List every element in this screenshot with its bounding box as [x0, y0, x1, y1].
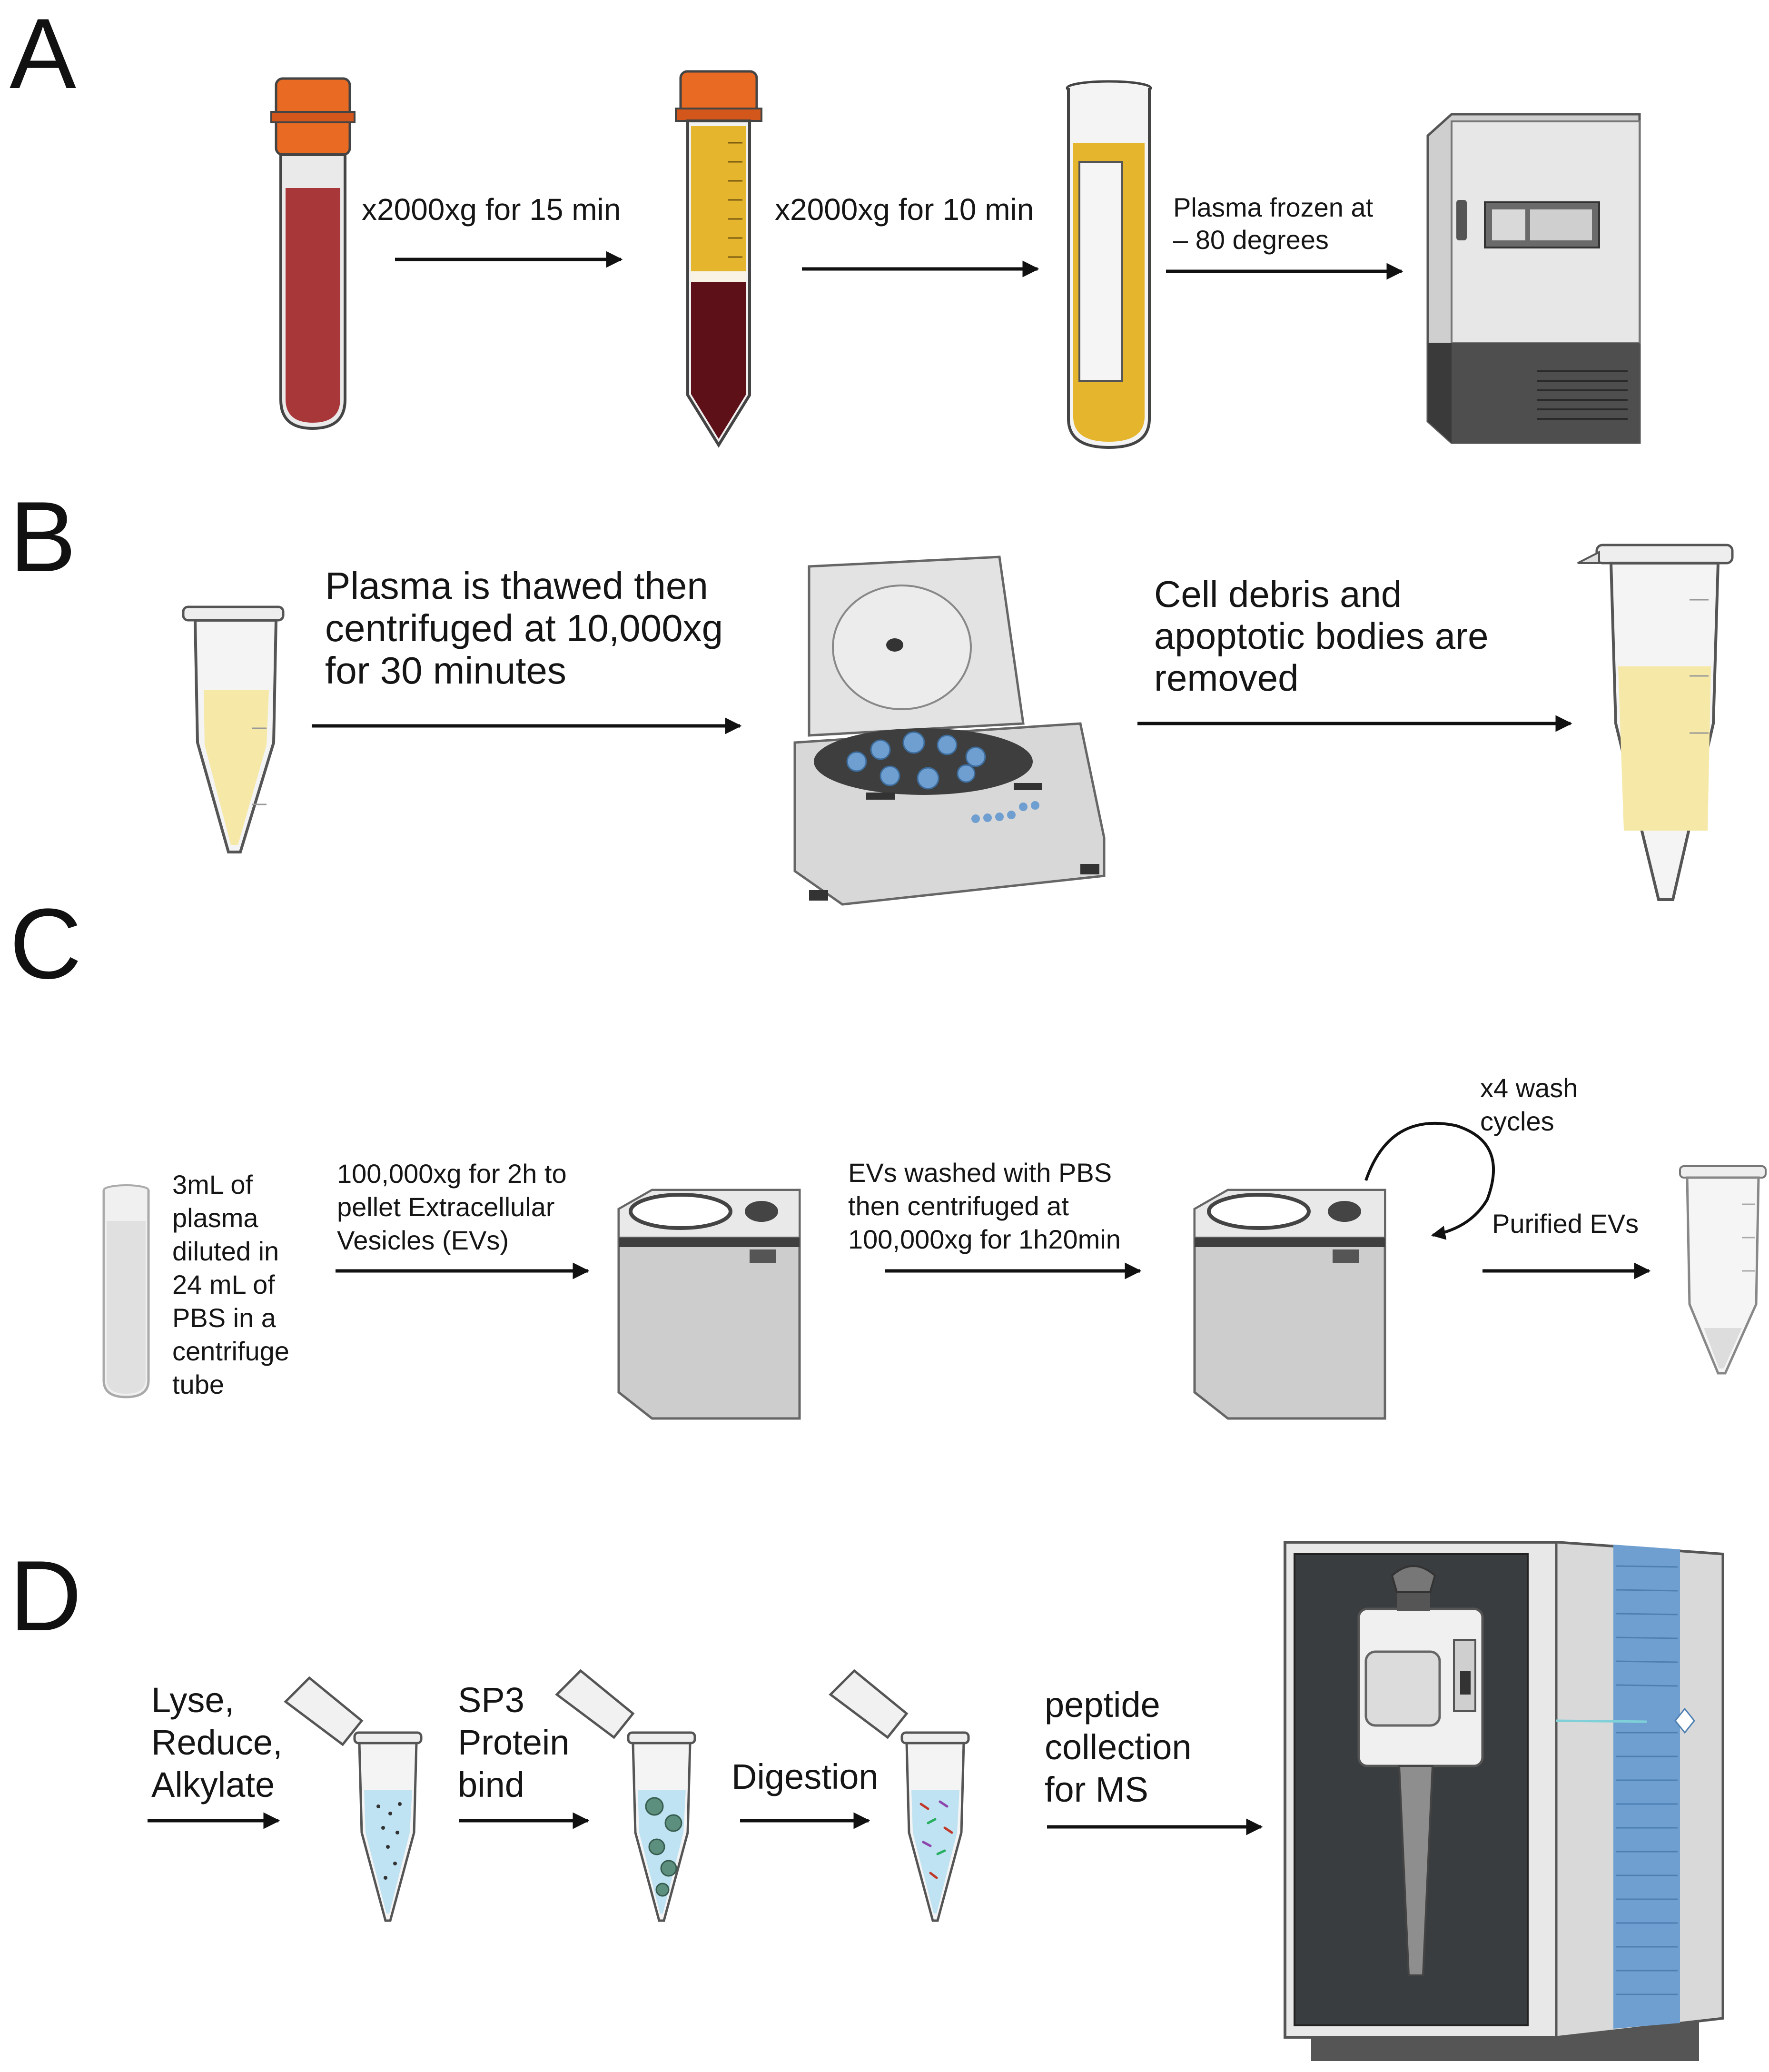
label-c-start-line3: diluted in — [172, 1236, 279, 1266]
label-c-cycle-line1: x4 wash — [1480, 1073, 1578, 1103]
blood-tube-icon — [270, 77, 356, 430]
label-c-step2-line1: EVs washed with PBS — [848, 1158, 1112, 1188]
conical-tube-icon — [675, 70, 762, 448]
label-d-step1-line2: Reduce, — [151, 1723, 283, 1762]
label-b-step2-line3: removed — [1154, 657, 1298, 699]
label-c-start-line4: 24 mL of — [172, 1269, 275, 1299]
purified-ev-tube-icon — [1679, 1165, 1767, 1375]
panel-d: D Lyse, Reduce, Alkylate SP3 Protein bin… — [10, 1540, 1724, 2061]
panel-c: C 3mL of plasma diluted in 24 mL of PBS … — [10, 888, 1767, 1420]
centrifuge-icon — [793, 555, 1106, 906]
bead-tube-icon — [555, 1669, 696, 1922]
label-c-start-line7: tube — [172, 1369, 224, 1399]
label-c-start-line5: PBS in a — [172, 1303, 277, 1333]
label-c-step1-line3: Vesicles (EVs) — [337, 1225, 509, 1255]
label-c-cycle-line2: cycles — [1480, 1106, 1554, 1136]
label-d-step2-line3: bind — [458, 1765, 524, 1804]
mass-spectrometer-icon — [1284, 1541, 1724, 2061]
label-a-step3-line1: Plasma frozen at — [1173, 192, 1374, 222]
panel-letter-b: B — [10, 481, 76, 593]
label-c-step1-line1: 100,000xg for 2h to — [337, 1159, 567, 1189]
label-b-step1-line3: for 30 minutes — [325, 649, 566, 692]
ultracentrifuge-icon — [617, 1189, 801, 1420]
label-c-end: Purified EVs — [1492, 1209, 1639, 1239]
wash-cycle-arrow — [1364, 1121, 1495, 1240]
label-d-step4-line1: peptide — [1045, 1685, 1160, 1725]
label-b-step1-line1: Plasma is thawed then — [325, 565, 708, 607]
label-b-step1-line2: centrifuged at 10,000xg — [325, 607, 723, 649]
panel-b: B Plasma is thawed then centrifuged at 1… — [10, 481, 1734, 906]
plasma-tube-icon — [1066, 80, 1152, 449]
label-c-step2-line3: 100,000xg for 1h20min — [848, 1224, 1121, 1254]
label-d-step4-line2: collection — [1045, 1727, 1192, 1767]
label-a-step3-line2: – 80 degrees — [1173, 225, 1329, 255]
panel-letter-a: A — [10, 0, 76, 109]
label-c-step1-line2: pellet Extracellular — [337, 1192, 555, 1222]
freezer-icon — [1426, 113, 1641, 444]
grey-tube-icon — [102, 1184, 150, 1398]
panel-letter-d: D — [10, 1540, 82, 1652]
label-b-step2-line2: apoptotic bodies are — [1154, 615, 1489, 657]
label-d-step1-line1: Lyse, — [151, 1680, 234, 1720]
label-c-start-line6: centrifuge — [172, 1336, 289, 1366]
ultracentrifuge-icon-2 — [1193, 1189, 1386, 1420]
label-d-step2-line2: Protein — [458, 1723, 569, 1762]
label-b-step2-line1: Cell debris and — [1154, 573, 1402, 615]
label-d-step1-line3: Alkylate — [151, 1765, 275, 1804]
label-a-step1: x2000xg for 15 min — [362, 192, 621, 227]
panel-letter-c: C — [10, 888, 82, 1000]
small-tube-icon — [182, 605, 285, 853]
label-d-step3: Digestion — [731, 1757, 879, 1796]
label-c-step2-line2: then centrifuged at — [848, 1191, 1069, 1221]
label-d-step4-line3: for MS — [1045, 1770, 1148, 1809]
digestion-tube-icon — [829, 1669, 970, 1922]
label-d-step2-line1: SP3 — [458, 1680, 524, 1720]
label-c-start-line2: plasma — [172, 1203, 258, 1233]
label-c-start-line1: 3mL of — [172, 1170, 253, 1200]
large-tube-icon — [1577, 544, 1734, 901]
lysis-tube-icon — [284, 1676, 423, 1922]
label-a-step2: x2000xg for 10 min — [775, 192, 1034, 227]
panel-a: A x2000xg for 15 min x2000xg — [10, 0, 1641, 449]
